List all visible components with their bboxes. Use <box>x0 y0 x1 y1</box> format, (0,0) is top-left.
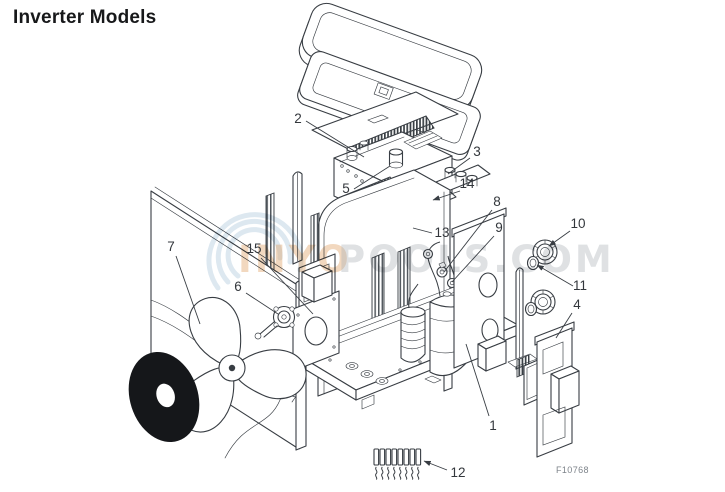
callout-15: 15 <box>246 241 261 256</box>
vibration-damper <box>391 448 398 466</box>
page-title: Inverter Models <box>13 7 157 28</box>
damper-wire <box>411 466 414 480</box>
damper-wire <box>381 466 384 480</box>
vibration-damper <box>415 448 422 466</box>
vibration-damper <box>397 448 404 466</box>
leader-line-1 <box>465 343 490 417</box>
fan-blade <box>165 291 312 443</box>
leader-line-7 <box>175 255 201 325</box>
leader-line-4 <box>555 312 573 339</box>
damper-wire <box>405 466 408 480</box>
callout-12: 12 <box>450 465 465 480</box>
vibration-dampers <box>373 448 422 480</box>
leader-line-10 <box>548 230 571 247</box>
leader-line-13 <box>412 227 433 234</box>
callout-1: 1 <box>489 418 497 433</box>
o-ring <box>524 301 538 317</box>
watermark-swirl-icon <box>206 212 304 291</box>
vibration-damper <box>379 448 386 466</box>
leader-line-12 <box>423 460 448 471</box>
watermark: INYO POOLS.COM <box>206 212 615 291</box>
union-nut <box>530 289 556 315</box>
leader-line-9 <box>451 235 495 283</box>
side-panel-right <box>451 207 507 372</box>
callout-10: 10 <box>570 216 585 231</box>
leader-line-2 <box>305 120 365 158</box>
callout-6: 6 <box>234 279 242 294</box>
leader-line-8 <box>443 209 493 273</box>
figure-code: F10768 <box>556 465 589 475</box>
vibration-damper <box>385 448 392 466</box>
damper-wire <box>393 466 396 480</box>
damper-wire <box>417 466 420 480</box>
vibration-damper <box>403 448 410 466</box>
callout-8: 8 <box>493 194 501 209</box>
callout-9: 9 <box>495 220 503 235</box>
callout-13: 13 <box>434 225 449 240</box>
callout-2: 2 <box>294 111 302 126</box>
vibration-damper <box>373 448 380 466</box>
access-panel <box>534 321 580 458</box>
damper-wire <box>399 466 402 480</box>
accumulator <box>400 283 426 363</box>
fan-hub-disc <box>128 352 200 442</box>
callout-11: 11 <box>573 278 587 293</box>
leader-line-14 <box>432 190 461 201</box>
leader-line-5 <box>353 165 391 190</box>
union-nut <box>532 239 558 265</box>
callout-7: 7 <box>167 239 175 254</box>
vibration-damper <box>409 448 416 466</box>
o-ring <box>526 255 540 271</box>
callout-5: 5 <box>342 181 350 196</box>
leader-line-11 <box>536 264 574 287</box>
insulation-panel <box>311 91 459 153</box>
fan-motor <box>254 305 296 340</box>
callout-14: 14 <box>459 176 475 191</box>
damper-wire <box>387 466 390 480</box>
watermark-brand-left: INYO <box>238 238 352 281</box>
callout-3: 3 <box>473 144 481 159</box>
junction-box <box>301 264 333 303</box>
watermark-brand-right: POOLS.COM <box>338 238 615 281</box>
leader-line-6 <box>245 292 279 315</box>
leader-line-3 <box>447 157 471 175</box>
leader-line-15 <box>260 257 314 315</box>
damper-wire <box>375 466 378 480</box>
callout-4: 4 <box>573 297 581 312</box>
